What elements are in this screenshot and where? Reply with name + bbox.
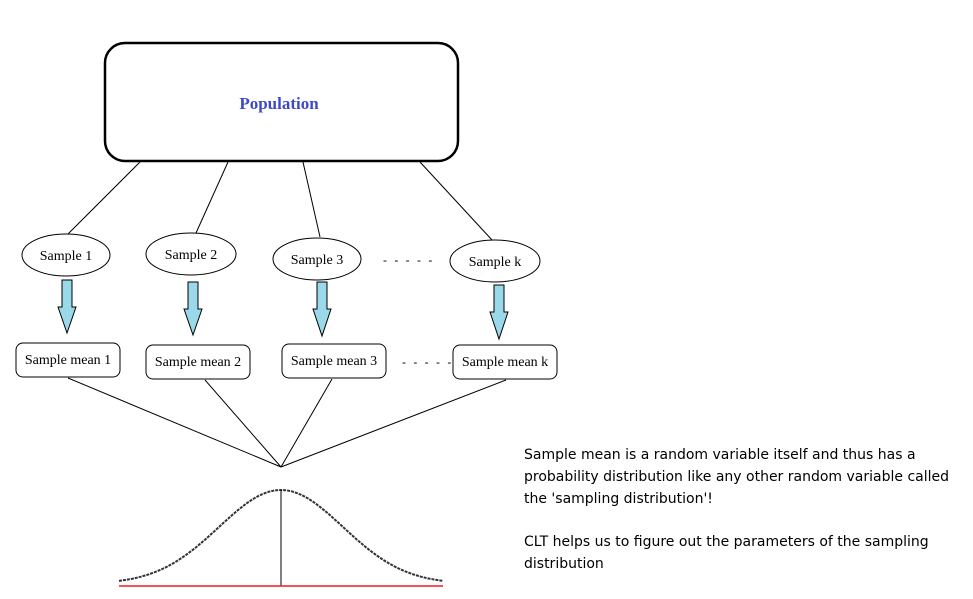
- explanation-paragraph-1: Sample mean is a random variable itself …: [524, 447, 949, 507]
- sample-mean-label: Sample mean 1: [25, 353, 111, 368]
- sample-mean-node-k: Sample mean k: [452, 344, 558, 380]
- down-arrow-icon: [183, 281, 203, 337]
- sample-mean-label: Sample mean 3: [291, 354, 377, 369]
- explanation-paragraph-2: CLT helps us to figure out the parameter…: [524, 534, 929, 572]
- connector-line: [67, 161, 141, 235]
- population-box: [103, 41, 460, 163]
- sampling-distribution: [118, 489, 444, 587]
- sample-node-3: Sample 3: [272, 237, 362, 281]
- sample-label: Sample 2: [165, 248, 218, 263]
- sample-ellipse: [145, 232, 237, 276]
- sample-means-ellipsis: - - - - -: [402, 355, 453, 369]
- sample-ellipse: [272, 237, 362, 281]
- connector-line: [204, 379, 282, 468]
- sample-label: Sample 1: [40, 249, 93, 264]
- sample-mean-box: [452, 344, 558, 380]
- connector-line: [302, 161, 321, 238]
- sample-mean-node-2: Sample mean 2: [145, 344, 251, 380]
- population-node: Population: [103, 41, 460, 163]
- sample-mean-node-1: Sample mean 1: [15, 342, 121, 378]
- sample-mean-box: [15, 342, 121, 378]
- connector-line: [419, 161, 493, 241]
- sample-node-1: Sample 1: [21, 233, 111, 277]
- sample-node-k: Sample k: [449, 239, 541, 283]
- down-arrows: [57, 279, 509, 341]
- sample-mean-box: [145, 344, 251, 380]
- sample-node-2: Sample 2: [145, 232, 237, 276]
- sample-mean-box: [281, 343, 387, 379]
- down-arrow-icon: [489, 284, 509, 341]
- down-arrow-icon: [312, 281, 332, 338]
- sample-label: Sample k: [469, 255, 522, 270]
- sample-mean-label: Sample mean 2: [155, 355, 241, 370]
- sample-ellipse: [449, 239, 541, 283]
- connector-line: [67, 377, 282, 468]
- sample-ellipse: [21, 233, 111, 277]
- samples-ellipsis: - - - - -: [383, 253, 434, 267]
- connector-line: [280, 378, 333, 468]
- connector-line: [195, 161, 229, 234]
- population-label: Population: [239, 94, 319, 113]
- connector-line: [280, 379, 507, 468]
- mean-to-distribution-lines: [67, 377, 507, 468]
- sample-mean-node-3: Sample mean 3: [281, 343, 387, 379]
- down-arrow-icon: [57, 279, 77, 335]
- sample-mean-label: Sample mean k: [462, 355, 548, 370]
- population-to-sample-lines: [67, 161, 493, 241]
- sample-label: Sample 3: [291, 253, 344, 268]
